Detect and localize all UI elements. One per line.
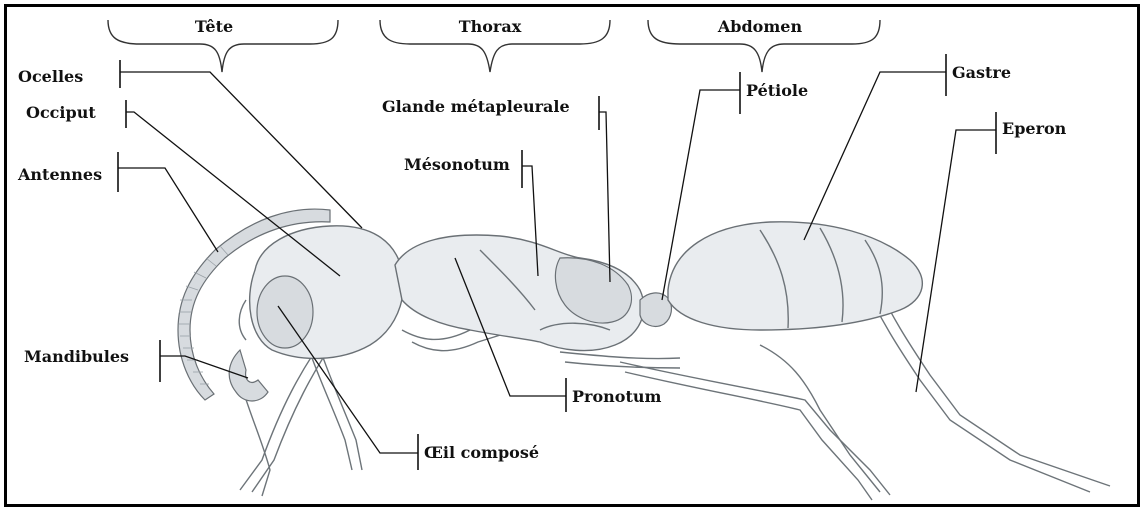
callout-eperon: Eperon: [916, 112, 1067, 392]
section-title-abdomen: Abdomen: [717, 17, 803, 36]
section-title-thorax: Thorax: [459, 17, 522, 36]
label-eperon: Eperon: [1002, 119, 1067, 138]
ant-head: [229, 226, 403, 401]
label-oeil-compose: Œil composé: [424, 443, 539, 462]
label-gastre: Gastre: [952, 63, 1011, 82]
label-ocelles: Ocelles: [18, 67, 83, 86]
callout-ocelles: Ocelles: [18, 60, 362, 228]
label-occiput: Occiput: [26, 103, 96, 122]
label-glande-metapleurale: Glande métapleurale: [382, 97, 570, 116]
callout-antennes: Antennes: [17, 152, 218, 252]
label-mandibules: Mandibules: [24, 347, 129, 366]
label-petiole: Pétiole: [746, 81, 808, 100]
callout-gastre: Gastre: [804, 54, 1011, 240]
callout-mandibules: Mandibules: [24, 340, 248, 382]
section-title-head: Tête: [195, 17, 233, 36]
ant-gaster: [668, 222, 922, 330]
ant-thorax: [395, 235, 644, 351]
label-mesonotum: Mésonotum: [404, 155, 510, 174]
ant-petiole: [640, 293, 671, 327]
ant-illustration: [178, 209, 1110, 500]
label-pronotum: Pronotum: [572, 387, 661, 406]
label-antennes: Antennes: [17, 165, 102, 184]
